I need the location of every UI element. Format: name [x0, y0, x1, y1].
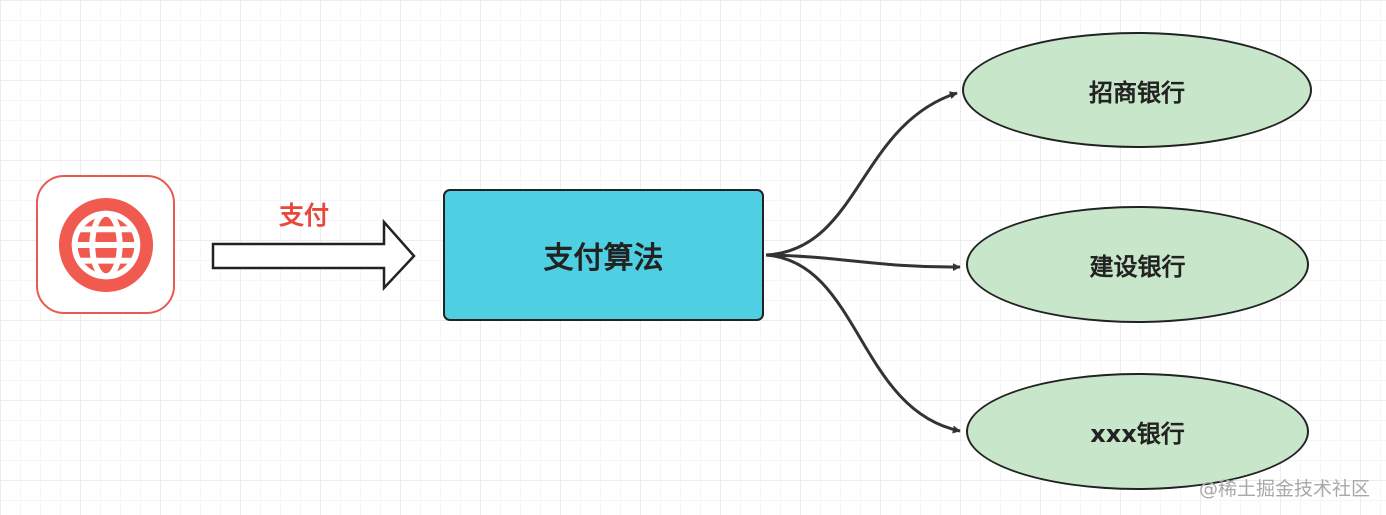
pay-block-arrow [211, 218, 416, 292]
bank-node-xxx[interactable]: xxx银行 [966, 373, 1309, 490]
pay-arrow-label: 支付 [278, 201, 329, 230]
connector-to-bank-3 [765, 253, 961, 434]
bank-label: 建设银行 [1089, 253, 1186, 281]
connector-to-bank-1 [765, 91, 958, 257]
web-source-node[interactable] [36, 175, 175, 314]
globe-icon [58, 197, 153, 292]
connector-to-bank-2 [765, 253, 961, 272]
bank-node-cmb[interactable]: 招商银行 [962, 32, 1312, 148]
bank-label: xxx银行 [1090, 420, 1185, 448]
payment-algorithm-node[interactable]: 支付算法 [443, 189, 764, 321]
watermark: @稀土掘金技术社区 [1198, 478, 1370, 500]
bank-node-ccb[interactable]: 建设银行 [966, 206, 1309, 323]
bank-label: 招商银行 [1089, 78, 1185, 107]
payment-algorithm-label: 支付算法 [543, 241, 664, 276]
